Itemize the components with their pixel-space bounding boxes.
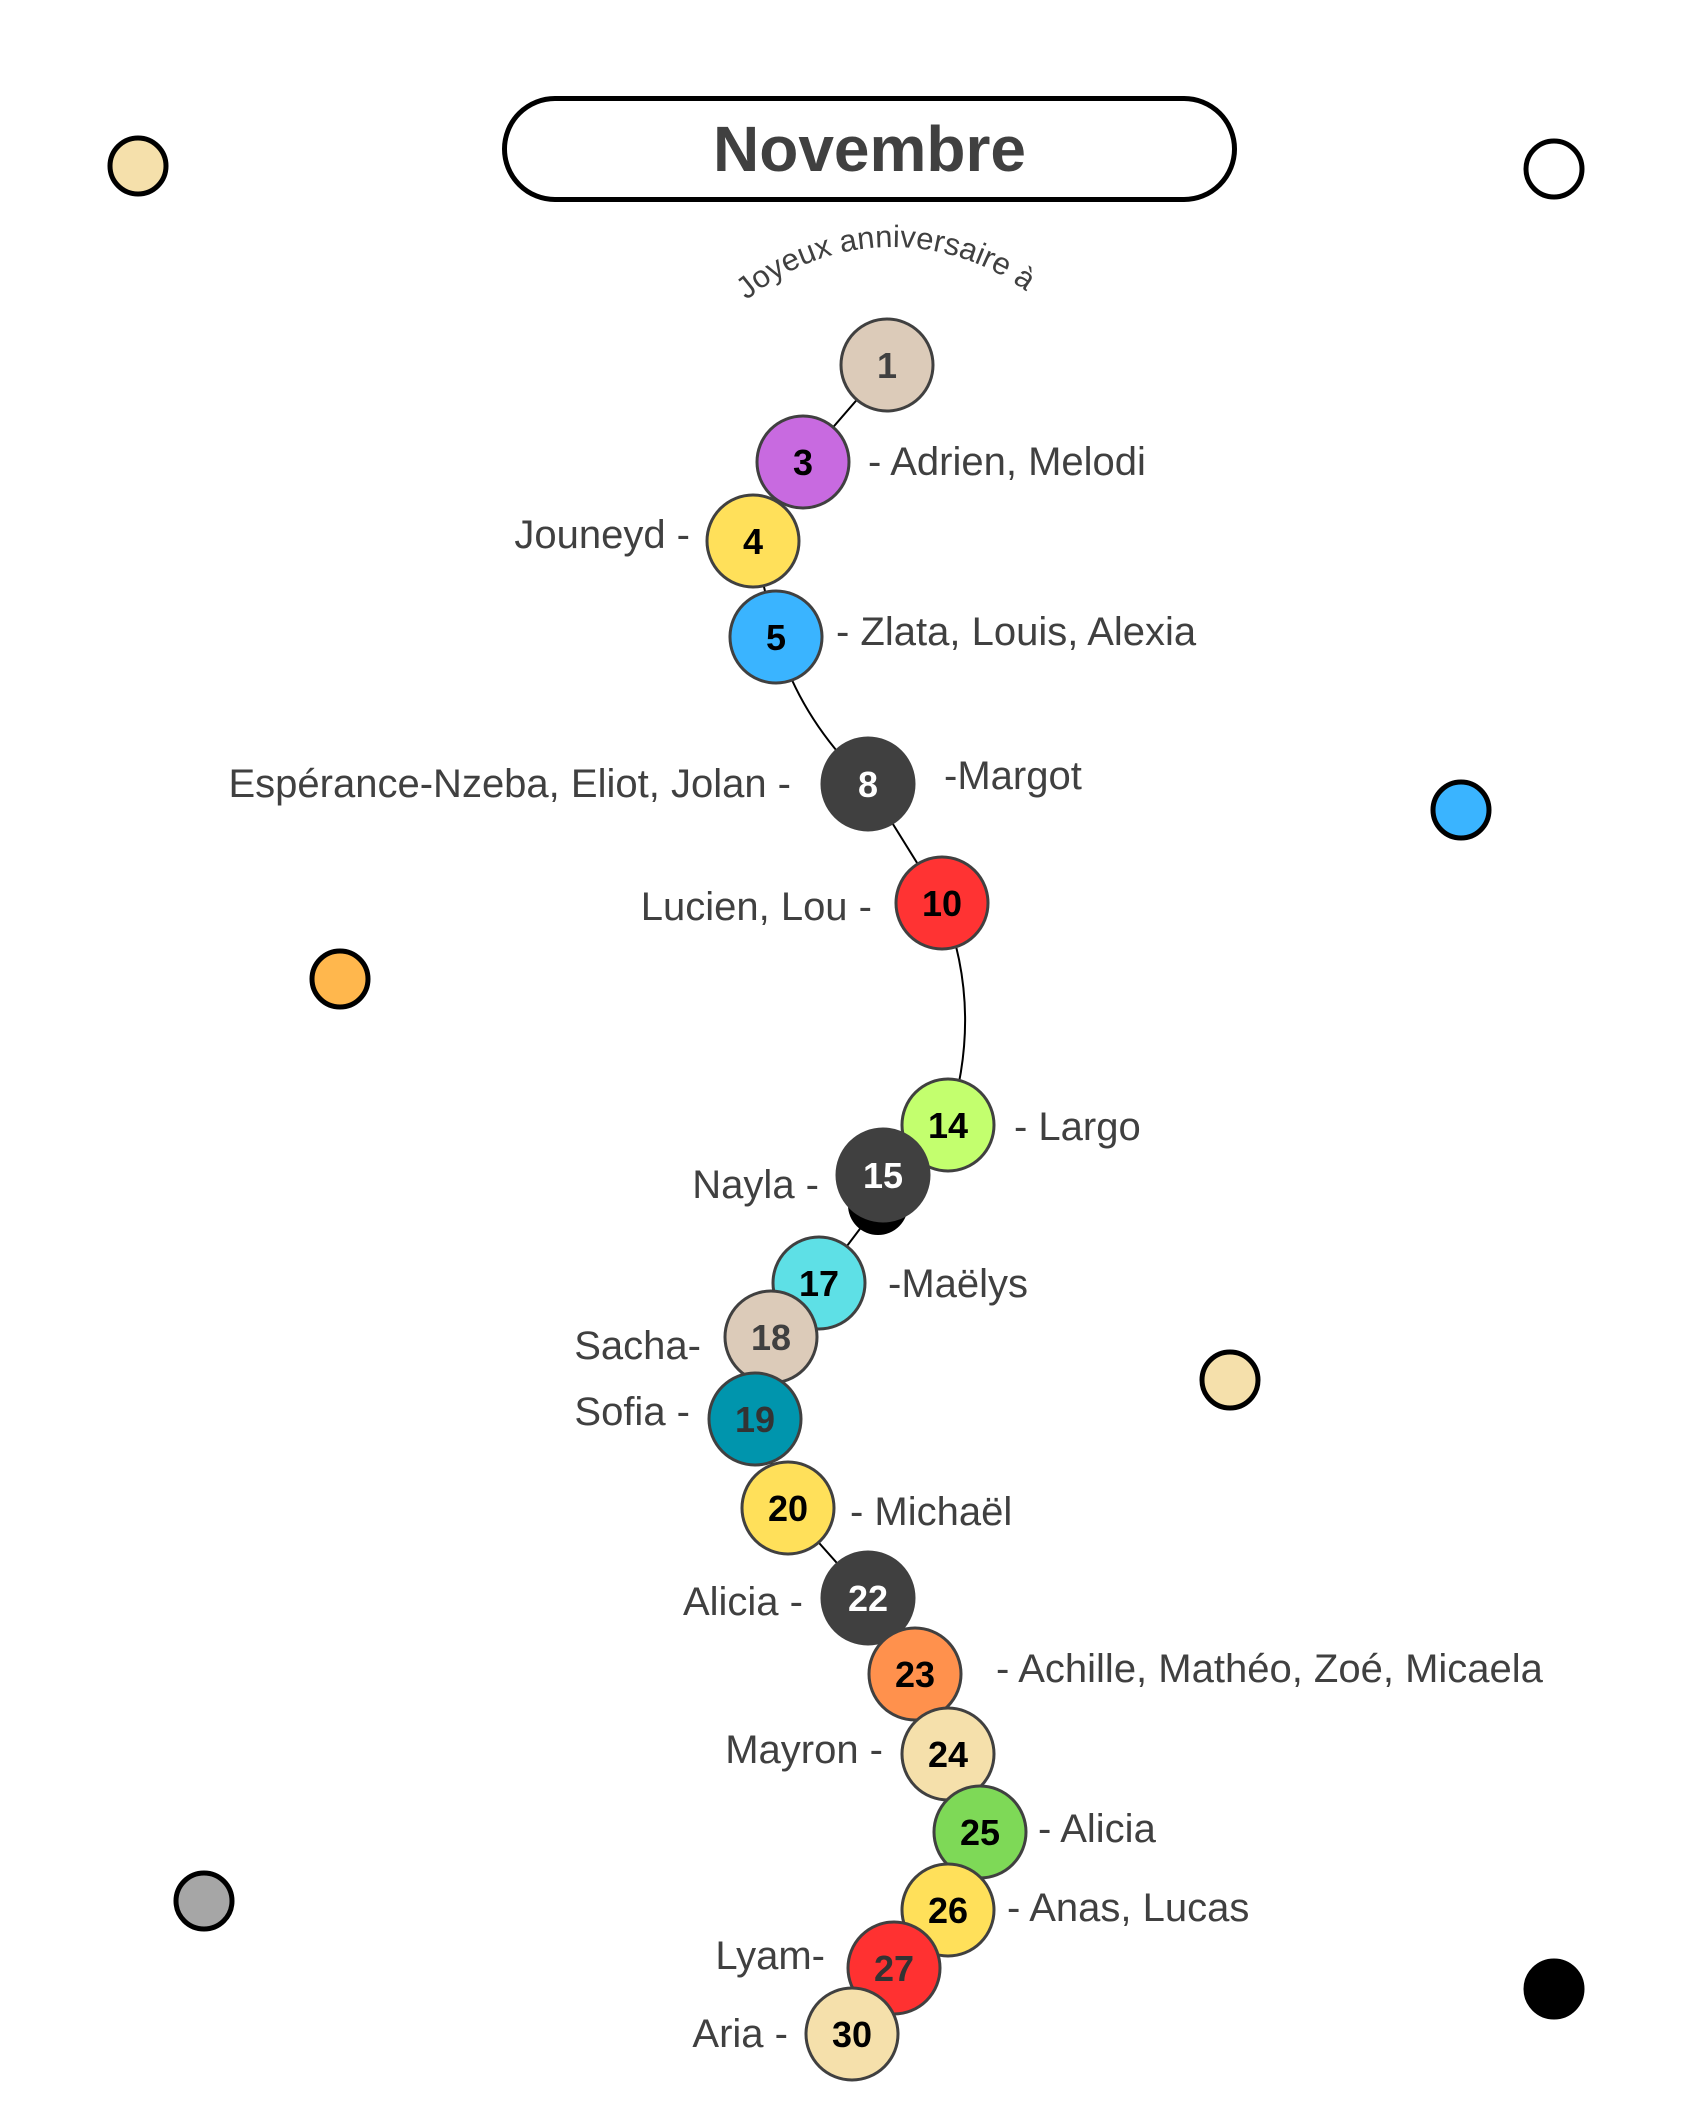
month-title: Novembre	[713, 113, 1026, 185]
day-circle-15	[835, 1127, 931, 1223]
day-circle-19	[707, 1371, 803, 1467]
birthday-names: Sofia -	[574, 1390, 690, 1434]
day-number: 22	[848, 1578, 888, 1619]
day-circle-4	[705, 493, 801, 589]
decor-dot	[309, 948, 371, 1010]
day-number: 27	[874, 1948, 914, 1989]
day-number: 5	[766, 617, 786, 658]
day-number: 4	[743, 521, 763, 562]
month-title-box: Novembre	[502, 96, 1237, 202]
day-number: 25	[960, 1812, 1000, 1853]
decor-dot	[107, 135, 169, 197]
birthday-names: - Adrien, Melodi	[868, 440, 1146, 484]
day-number: 3	[793, 442, 813, 483]
day-circle-5	[728, 589, 824, 685]
day-circle-8	[820, 736, 916, 832]
day-number: 24	[928, 1734, 968, 1775]
day-number: 10	[922, 883, 962, 924]
day-circle-10	[894, 855, 990, 951]
birthday-names: Nayla -	[692, 1163, 819, 1207]
birthday-names: Jouneyd -	[514, 513, 690, 557]
day-circle-14	[900, 1077, 996, 1173]
subtitle-arc: Joyeux anniversaire à	[729, 219, 1043, 306]
day-number: 14	[928, 1105, 968, 1146]
birthday-names: Espérance-Nzeba, Eliot, Jolan -	[228, 762, 792, 806]
day-circle-20	[740, 1460, 836, 1556]
day-number: 23	[895, 1654, 935, 1695]
birthday-names: - Zlata, Louis, Alexia	[836, 610, 1197, 654]
birthday-names: -Margot	[944, 754, 1082, 798]
birthday-names: - Anas, Lucas	[1007, 1886, 1250, 1930]
birthday-names: - Alicia	[1038, 1807, 1156, 1851]
day-number: 26	[928, 1890, 968, 1931]
birthday-names: - Michaël	[850, 1490, 1013, 1534]
birthday-names: - Achille, Mathéo, Zoé, Micaela	[996, 1647, 1543, 1691]
birthday-names: Lucien, Lou -	[640, 885, 872, 929]
day-number: 1	[877, 345, 897, 386]
day-number: 18	[751, 1317, 791, 1358]
day-circle-3	[755, 414, 851, 510]
decor-dot	[1430, 779, 1492, 841]
day-circle-22	[820, 1550, 916, 1646]
birthday-names: Sacha-	[574, 1324, 701, 1368]
birthday-names: Lyam-	[715, 1934, 825, 1978]
decor-dot	[173, 1870, 235, 1932]
birthday-names: Mayron -	[725, 1728, 883, 1772]
birthday-names: - Largo	[1014, 1105, 1141, 1149]
day-number: 8	[858, 764, 878, 805]
day-circle-1	[839, 317, 935, 413]
decor-dot	[1523, 138, 1585, 200]
decor-dot	[1199, 1349, 1261, 1411]
day-number: 30	[832, 2014, 872, 2055]
birthday-names: Alicia -	[682, 1580, 803, 1624]
birthday-names: Aria -	[692, 2012, 788, 2056]
subtitle-text: Joyeux anniversaire à	[729, 219, 1043, 306]
day-number: 20	[768, 1488, 808, 1529]
birthday-names: -Maëlys	[888, 1262, 1029, 1306]
decor-dot	[1523, 1958, 1585, 2020]
day-number: 15	[863, 1155, 903, 1196]
day-number: 17	[799, 1263, 839, 1304]
day-circle-30	[804, 1986, 900, 2082]
day-number: 19	[735, 1399, 775, 1440]
